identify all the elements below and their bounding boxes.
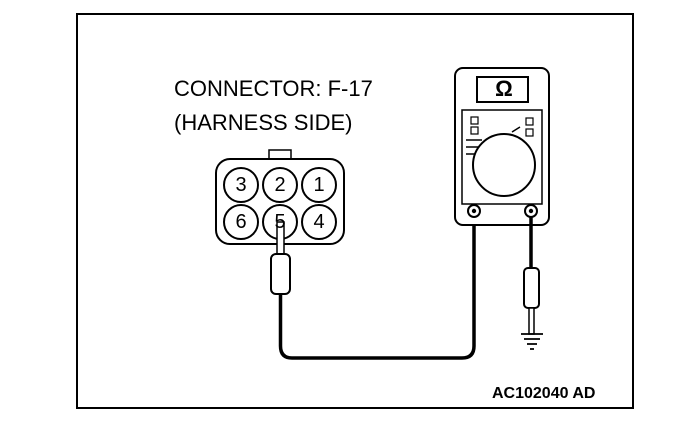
v-ohm-jack-center — [528, 208, 534, 214]
com-jack-center — [471, 208, 477, 214]
probe-body — [270, 253, 291, 295]
multimeter — [454, 67, 550, 226]
pin-6-circle — [223, 204, 259, 240]
pin-label-6: 6 — [235, 211, 247, 233]
range-mark-line — [466, 126, 521, 155]
connector-side-label: (HARNESS SIDE) — [174, 110, 353, 135]
connector-f17 — [215, 149, 345, 245]
pin-label-1: 1 — [313, 174, 325, 196]
pin-label-3: 3 — [235, 174, 247, 196]
test-lead-wire — [278, 214, 476, 360]
ohmmeter-icon: Ω — [495, 76, 513, 101]
figure-reference-code: AC102040 AD — [492, 385, 596, 402]
ohm-display — [476, 76, 529, 103]
pin-1-circle — [301, 167, 337, 203]
ground-probe-tip — [528, 307, 535, 335]
pin-2-circle — [262, 167, 298, 203]
range-mark-square — [470, 116, 479, 125]
ground-probe-body — [523, 267, 540, 309]
pin-label-2: 2 — [274, 174, 286, 196]
diagram-frame — [76, 13, 634, 409]
connector-tab — [268, 149, 292, 160]
pin-label-4: 4 — [313, 211, 325, 233]
range-mark-square — [525, 117, 534, 126]
connector-title: CONNECTOR: F-17 — [174, 76, 373, 101]
ground-symbol-icon — [521, 333, 543, 350]
pin-4-circle — [301, 204, 337, 240]
ground-lead — [521, 217, 543, 350]
pin-3-circle — [223, 167, 259, 203]
range-mark-square — [470, 126, 479, 135]
range-mark-square — [525, 128, 534, 137]
pin-label-5: 5 — [274, 211, 286, 233]
selector-dial-icon — [472, 133, 536, 197]
